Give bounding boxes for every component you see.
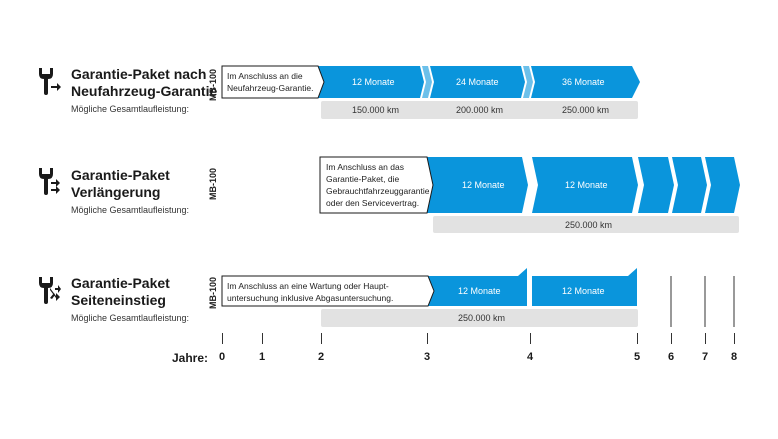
period-label: 12 Monate (462, 180, 505, 190)
year-tick (637, 333, 638, 344)
description-box (221, 65, 325, 99)
description-text: Im Anschluss an die Neufahrzeug-Garantie… (227, 71, 314, 93)
axis-label: Jahre: (172, 351, 209, 365)
chevron-separator (523, 66, 533, 98)
year-tick (427, 333, 428, 344)
year-tick (705, 333, 706, 344)
section-subtitle: Mögliche Gesamtlaufleistung: (71, 205, 190, 215)
year-tick (222, 333, 223, 344)
blue-bar (425, 157, 528, 213)
description-text: Im Anschluss an eine Wartung oder Haupt-… (227, 281, 394, 303)
year-tick (530, 333, 531, 344)
year-label: 3 (424, 351, 431, 363)
description-box (221, 275, 435, 307)
section-title-line1: Garantie-Paket (71, 167, 170, 183)
period-label: 24 Monate (456, 77, 499, 87)
mileage-label: 250.000 km (565, 220, 613, 230)
period-label: 12 Monate (565, 180, 608, 190)
mileage-label: 150.000 km (352, 105, 400, 115)
year-label: 0 (219, 351, 226, 363)
year-label: 2 (318, 351, 325, 363)
grey-bar (321, 101, 638, 119)
section-title-line2: Neufahrzeug-Garantie (71, 83, 218, 99)
section-title-line1: Garantie-Paket (71, 275, 170, 291)
year-label: 1 (259, 351, 266, 363)
period-label: 12 Monate (562, 286, 605, 296)
wrench-arrow-icon (39, 68, 61, 95)
section-subtitle: Mögliche Gesamtlaufleistung: (71, 313, 190, 323)
year-tick (671, 333, 672, 344)
wrench-double-arrow-icon (39, 168, 60, 195)
year-label: 7 (702, 351, 709, 363)
section-title-line2: Verlängerung (71, 184, 161, 200)
year-label: 5 (634, 351, 641, 363)
blue-bar (705, 157, 740, 213)
chevron-separator (422, 66, 432, 98)
blue-bar (430, 66, 525, 98)
blue-bar (532, 268, 637, 306)
mileage-label: 250.000 km (562, 105, 610, 115)
period-label: 36 Monate (562, 77, 605, 87)
year-tick (262, 333, 263, 344)
year-label: 4 (527, 351, 534, 363)
mileage-label: 200.000 km (456, 105, 504, 115)
blue-bar (532, 157, 638, 213)
grey-bar (433, 216, 739, 233)
section-subtitle: Mögliche Gesamtlaufleistung: (71, 104, 190, 114)
blue-bar (531, 66, 640, 98)
mileage-label: 250.000 km (458, 313, 506, 323)
year-tick (734, 333, 735, 344)
blue-bar (672, 157, 707, 213)
blue-bar (428, 268, 527, 306)
period-label: 12 Monate (352, 77, 395, 87)
section-title-line1: Garantie-Paket nach (71, 66, 207, 82)
year-label: 8 (731, 351, 738, 363)
wrench-shuffle-icon (39, 277, 61, 304)
grey-bar (321, 309, 638, 327)
year-tick (321, 333, 322, 344)
description-text: Im Anschluss an das Garantie-Paket, die … (326, 162, 430, 208)
year-label: 6 (668, 351, 675, 363)
period-label: 12 Monate (458, 286, 501, 296)
section-title-line2: Seiteneinstieg (71, 292, 166, 308)
blue-bar (318, 66, 424, 98)
blue-bar (638, 157, 674, 213)
description-box (319, 156, 434, 214)
